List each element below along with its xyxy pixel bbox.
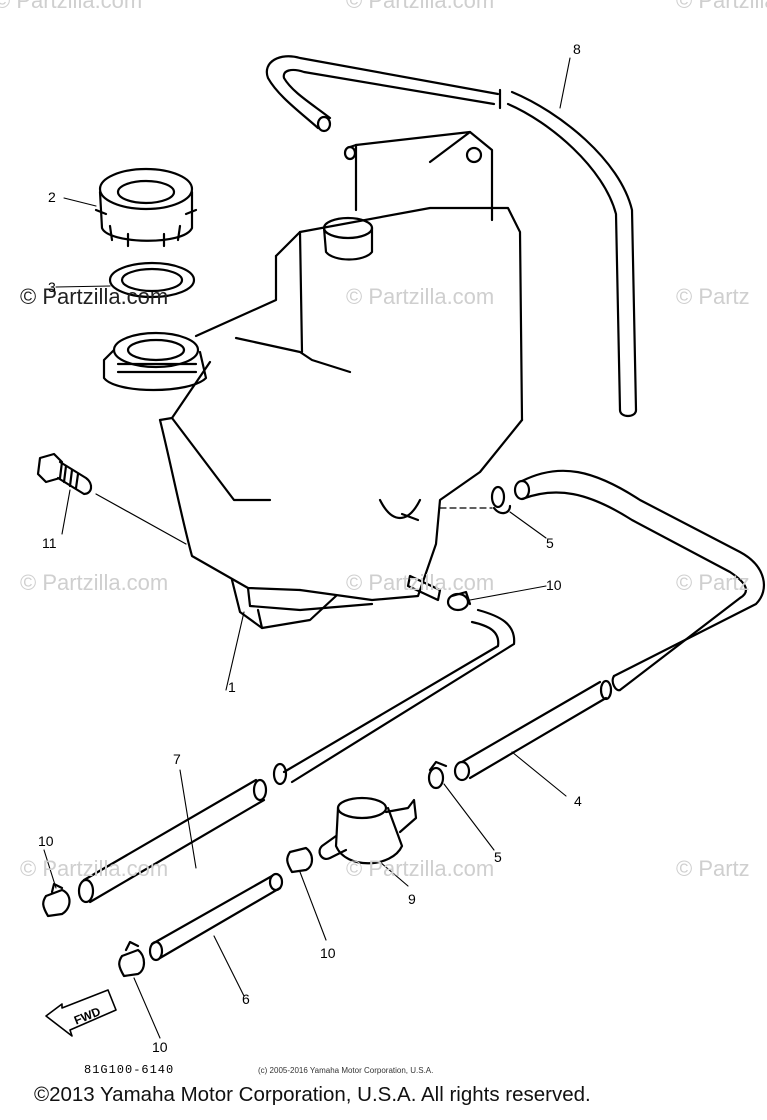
watermark: © Partzilla.com [20,856,169,881]
callout-5: 5 [546,535,554,551]
overflow-hose-8[interactable] [265,55,638,418]
hose-clamp-10-upper[interactable] [406,574,472,612]
callout-5: 5 [494,849,502,865]
hose-clamp-10-left[interactable] [42,882,71,918]
hose-clip-5-upper[interactable] [439,485,512,515]
watermark: © Partzilla.com [346,856,495,881]
fwd-arrow-icon: FWD [45,989,117,1037]
leader-lines [43,57,571,1039]
cap-seal-3[interactable] [108,261,196,299]
callout-9: 9 [408,891,416,907]
hose-clip-5-lower[interactable] [427,760,448,790]
hose-6[interactable] [148,872,284,962]
hose-clamp-10-mid[interactable] [286,846,314,874]
mini-copyright: (c) 2005-2016 Yamaha Motor Corporation, … [258,1066,434,1075]
watermark: © Partzilla [676,0,767,13]
watermark: © Partzilla.com [0,0,143,13]
watermark: © Partzilla.com [346,284,495,309]
filter-9[interactable] [318,796,418,865]
return-hose-4[interactable] [453,469,765,782]
watermark: © Partz [676,856,750,881]
fwd-label: FWD [72,1004,103,1027]
callout-1: 1 [228,679,236,695]
watermark: © Partz [676,284,750,309]
coolant-reservoir-1[interactable] [102,130,524,630]
watermark: © Partz [676,570,750,595]
callout-8: 8 [573,41,581,57]
callout-4: 4 [574,793,582,809]
callout-3: 3 [48,279,56,295]
callout-10: 10 [320,945,336,961]
watermark: © Partzilla.com [20,570,169,595]
reservoir-cap-2[interactable] [94,167,198,248]
copyright-footer: ©2013 Yamaha Motor Corporation, U.S.A. A… [34,1083,591,1106]
callout-6: 6 [242,991,250,1007]
callout-7: 7 [173,751,181,767]
callout-10: 10 [38,833,54,849]
watermark: © Partzilla.com [346,570,495,595]
mounting-bolt-11[interactable] [36,452,187,545]
watermark: © Partzilla.com [20,284,169,309]
callout-11: 11 [42,535,57,551]
callout-10: 10 [152,1039,168,1055]
callout-2: 2 [48,189,56,205]
hose-clamp-10-lower[interactable] [118,940,146,978]
part-code: 81G100-6140 [84,1063,175,1077]
callout-10: 10 [546,577,562,593]
hose-7[interactable] [77,608,516,904]
watermark: © Partzilla.com [346,0,495,13]
